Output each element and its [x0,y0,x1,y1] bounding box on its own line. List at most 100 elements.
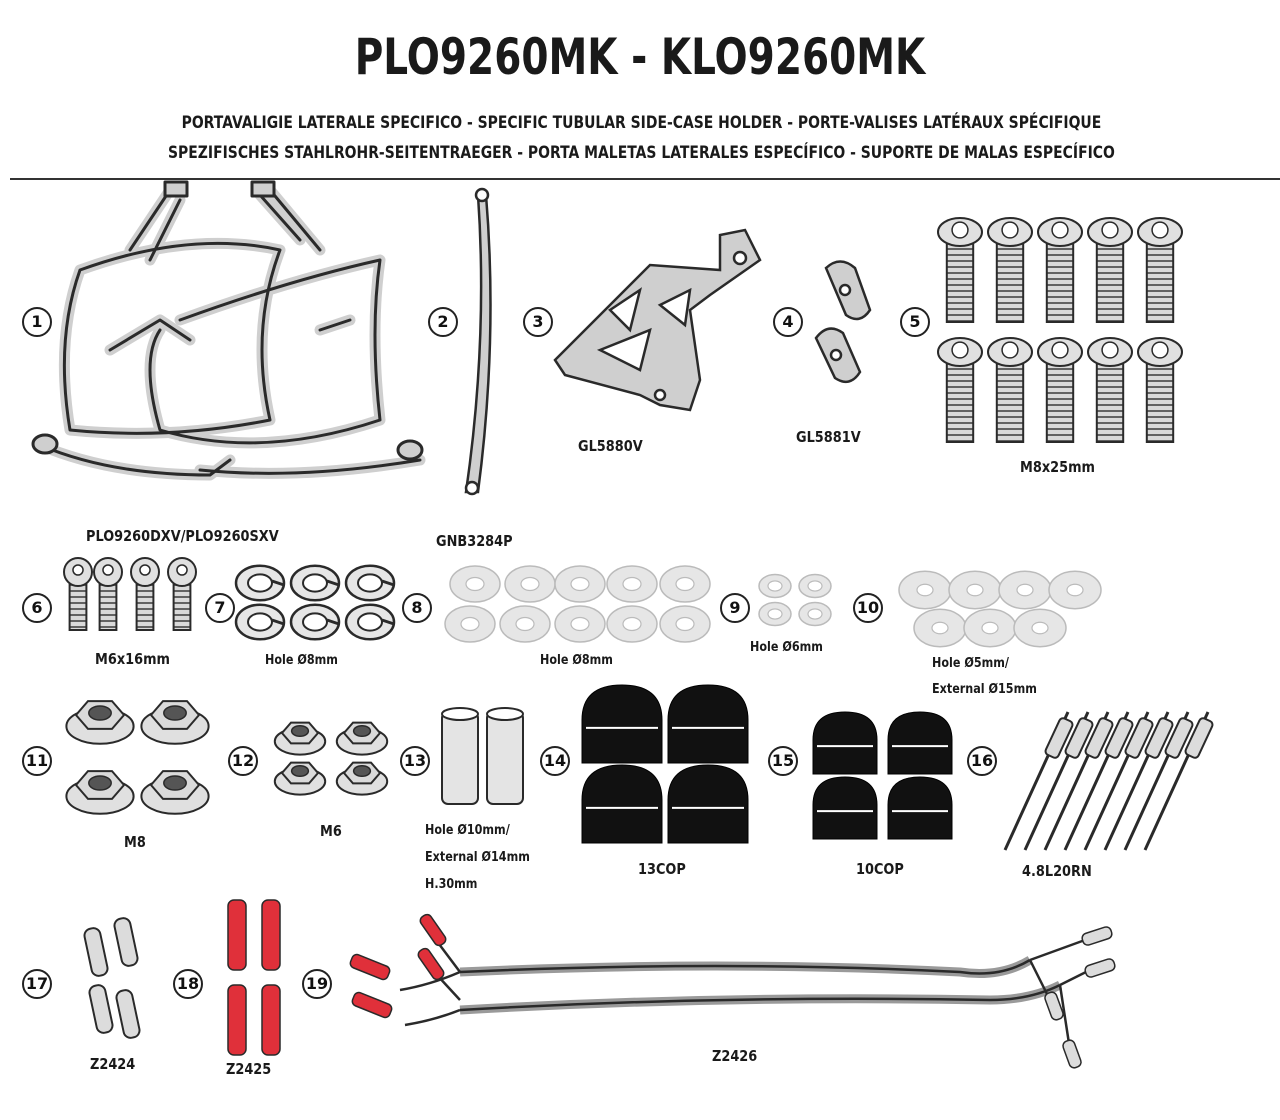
nut [335,761,389,796]
nuts-m8 [65,700,210,815]
part-label-4: GL5881V [796,428,861,446]
part-label-13b: External Ø14mm [425,850,530,865]
nut [65,700,135,745]
bolt [1137,217,1183,323]
connector [261,984,281,1056]
nut [335,721,389,756]
part-number-7: 7 [205,593,235,623]
part-label-16: 4.8L20RN [1022,862,1092,880]
rivet [1023,711,1094,851]
part-number-16: 16 [967,746,997,776]
part-number-13: 13 [400,746,430,776]
washer [758,601,792,627]
washer [998,570,1052,610]
washer [659,605,711,643]
washer [913,608,967,648]
connector [227,899,247,971]
part-label-10a: Hole Ø5mm/ [932,656,1010,671]
part-number-18: 18 [173,969,203,999]
flat-washers-8 [444,565,711,643]
part-label-5: M8x25mm [1020,458,1095,476]
rivet [1143,711,1214,851]
washer [798,573,832,599]
part-label-2: GNB3284P [436,532,513,550]
spacers [441,707,524,805]
cap [581,764,663,844]
connector [113,917,139,967]
support-strap [464,187,492,496]
connectors-z2425 [227,899,281,1056]
washer [798,601,832,627]
header-divider [10,178,1280,180]
nut [140,770,210,815]
part-number-5: 5 [900,307,930,337]
washer [449,565,501,603]
part-label-15: 10COP [856,860,904,878]
connector [261,899,281,971]
washer [504,565,556,603]
rivets [1003,711,1214,851]
flat-washers-9 [758,573,832,627]
part-number-4: 4 [773,307,803,337]
part-label-1: PLO9260DXV/PLO9260SXV [86,527,279,545]
washer [898,570,952,610]
spring-washer [234,603,286,641]
part-label-3: GL5880V [578,437,643,455]
bolt [167,557,197,631]
part-label-8: Hole Ø8mm [540,653,613,668]
washer [606,565,658,603]
bolt [1137,337,1183,443]
rivet [1123,711,1194,851]
part-label-13c: H.30mm [425,877,478,892]
part-number-6: 6 [22,593,52,623]
bolt [1037,337,1083,443]
washer [554,565,606,603]
connector [227,984,247,1056]
cap [812,776,878,840]
cap [581,684,663,764]
caps-10cop [812,711,953,840]
part-number-11: 11 [22,746,52,776]
connector [88,984,114,1034]
part-label-19: Z2426 [712,1047,758,1065]
nuts-m6 [273,721,389,796]
bolt [987,337,1033,443]
part-number-1: 1 [22,307,52,337]
bolt [987,217,1033,323]
rivet [1043,711,1114,851]
part-number-19: 19 [302,969,332,999]
bolts-m6x16 [63,557,197,631]
spring-washer [344,564,396,602]
bolt [93,557,123,631]
part-label-6: M6x16mm [95,650,170,668]
washer [1013,608,1067,648]
washer [963,608,1017,648]
spring-washers [234,564,396,641]
part-label-13a: Hole Ø10mm/ [425,823,510,838]
washer [758,573,792,599]
part-number-15: 15 [768,746,798,776]
bolt [937,217,983,323]
part-label-17: Z2424 [90,1055,136,1073]
page-title: PLO9260MK - KLO9260MK [354,28,926,86]
bracket-plate-gl5880v [553,228,762,412]
part-label-9: Hole Ø6mm [750,640,823,655]
bolt [1037,217,1083,323]
cap [887,711,953,775]
washer [499,605,551,643]
bolt [130,557,160,631]
rivet [1063,711,1134,851]
rivet [1103,711,1174,851]
spring-washer [289,564,341,602]
side-frame-pair [31,180,426,481]
washer [948,570,1002,610]
plates-gl5881v [814,260,872,384]
part-label-10b: External Ø15mm [932,682,1037,697]
bolt [63,557,93,631]
bolt [1087,217,1133,323]
caps-13cop [581,684,749,844]
cap [812,711,878,775]
nut [273,761,327,796]
part-number-9: 9 [720,593,750,623]
